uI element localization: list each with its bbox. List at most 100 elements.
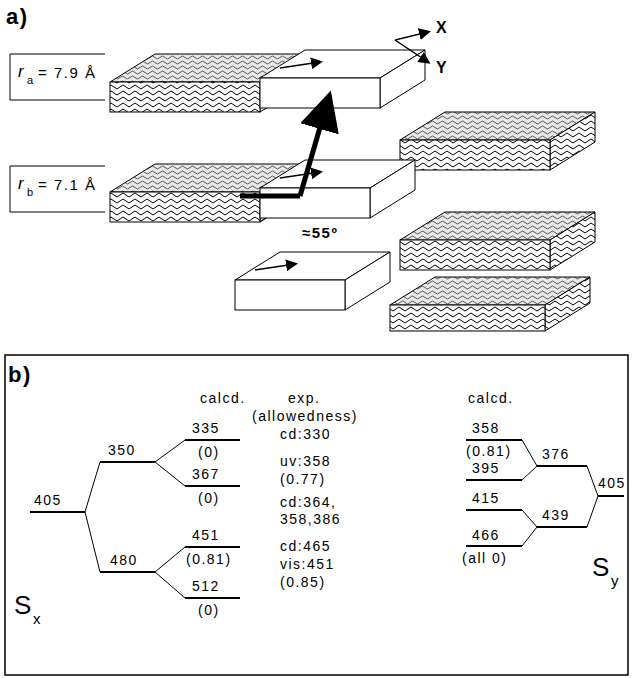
block-side (550, 212, 595, 270)
energy-level (185, 439, 240, 441)
diagram-label: cd:364, 358,386 (280, 494, 354, 528)
diagram-label: 466 (472, 527, 500, 544)
hatched-block (400, 212, 595, 270)
diagram-label: 415 (472, 490, 500, 507)
dipole-arrow (280, 62, 320, 68)
diagram-label: ≈55º (300, 224, 340, 242)
diagram-label: b (27, 186, 35, 199)
level-correlation (522, 527, 537, 546)
block-front (260, 188, 370, 218)
block-side (545, 277, 590, 331)
diagram-label: (0) (198, 490, 220, 507)
block-side (370, 160, 415, 218)
diagram-label: calcd. (468, 390, 514, 407)
diagram-label: 335 (192, 420, 220, 437)
tilt-arrow (300, 100, 328, 196)
level-correlation (522, 466, 537, 480)
diagram-label: x (33, 610, 42, 628)
energy-levels (30, 440, 624, 598)
diagram-label: a (27, 74, 35, 87)
diagram-label: cd:330 (280, 426, 331, 443)
block-front (110, 82, 260, 112)
panel-frame (5, 355, 628, 675)
diagram-label: 451 (192, 527, 220, 544)
block-front (390, 305, 545, 331)
diagram-label: 367 (192, 466, 220, 483)
energy-level (185, 485, 240, 487)
diagram-label: (0.77) (280, 471, 326, 488)
level-correlation (522, 440, 537, 466)
chromophore-block (235, 252, 390, 310)
dipole-arrow (255, 264, 295, 270)
energy-level (30, 511, 85, 513)
level-correlation (85, 462, 100, 512)
energy-level (185, 597, 240, 599)
axis-arrow (395, 40, 428, 62)
diagram-label: 376 (542, 446, 570, 463)
spacing-bracket (10, 166, 105, 212)
spacing-bracket (10, 54, 105, 100)
block-front (400, 240, 550, 270)
diagram-label: 480 (110, 552, 138, 569)
diagram-label: 350 (108, 442, 136, 459)
level-correlation (522, 510, 537, 527)
diagram-label: (allowedness) (252, 408, 358, 425)
diagram-label: (0.81) (466, 443, 512, 460)
block-front (235, 280, 345, 310)
hatched-block (390, 277, 590, 331)
axis-arrow (395, 32, 428, 40)
energy-level (598, 495, 624, 497)
energy-level (466, 439, 522, 441)
level-correlation (85, 512, 100, 572)
diagram-label: r (18, 62, 25, 82)
energy-level (100, 571, 155, 573)
chromophore-block (260, 50, 425, 108)
energy-level (466, 509, 522, 511)
block-front (400, 140, 550, 170)
diagram-label: exp. (288, 390, 320, 407)
diagram-label: cd:465 (280, 538, 331, 555)
block-side (380, 50, 425, 108)
diagram-label: = 7.9 Å (38, 64, 96, 82)
block-side (550, 112, 595, 170)
diagram-label: y (611, 572, 620, 590)
diagram-label: (0.81) (186, 551, 232, 568)
diagram-label: uv:358 (280, 453, 331, 470)
energy-level (185, 546, 240, 548)
diagram-label: calcd. (200, 390, 246, 407)
energy-level (100, 461, 155, 463)
level-correlation (155, 547, 185, 572)
diagram-label: S (592, 552, 611, 583)
geometry-marks (10, 32, 428, 212)
level-correlation (587, 496, 598, 527)
block-side (345, 252, 390, 310)
diagram-label: 358 (472, 420, 500, 437)
diagram-label: S (14, 590, 33, 621)
energy-level (466, 479, 522, 481)
diagram-label: 405 (34, 492, 62, 509)
diagram-label: 405 (598, 475, 626, 492)
diagram-label: X (436, 18, 448, 37)
diagram-label: 395 (472, 460, 500, 477)
diagram-label: = 7.1 Å (38, 176, 96, 194)
diagram-label: 512 (192, 578, 220, 595)
chromophore-block (260, 160, 415, 218)
diagram-label: (0.85) (280, 574, 326, 591)
dipole-arrow (280, 172, 320, 178)
level-correlation (155, 572, 185, 598)
energy-level (537, 526, 587, 528)
energy-level (537, 465, 587, 467)
hatched-block (400, 112, 595, 170)
diagram-label: (0) (198, 602, 220, 619)
diagram-label: vis:451 (280, 556, 335, 573)
level-correlation (155, 462, 185, 486)
diagram-label: (0) (198, 444, 220, 461)
diagram-label: 439 (542, 507, 570, 524)
block-front (260, 78, 380, 108)
energy-level (466, 545, 522, 547)
level-correlation (587, 466, 598, 496)
diagram-label: r (18, 174, 25, 194)
chromophore-stack (110, 50, 595, 331)
diagram-label: Y (436, 58, 448, 77)
